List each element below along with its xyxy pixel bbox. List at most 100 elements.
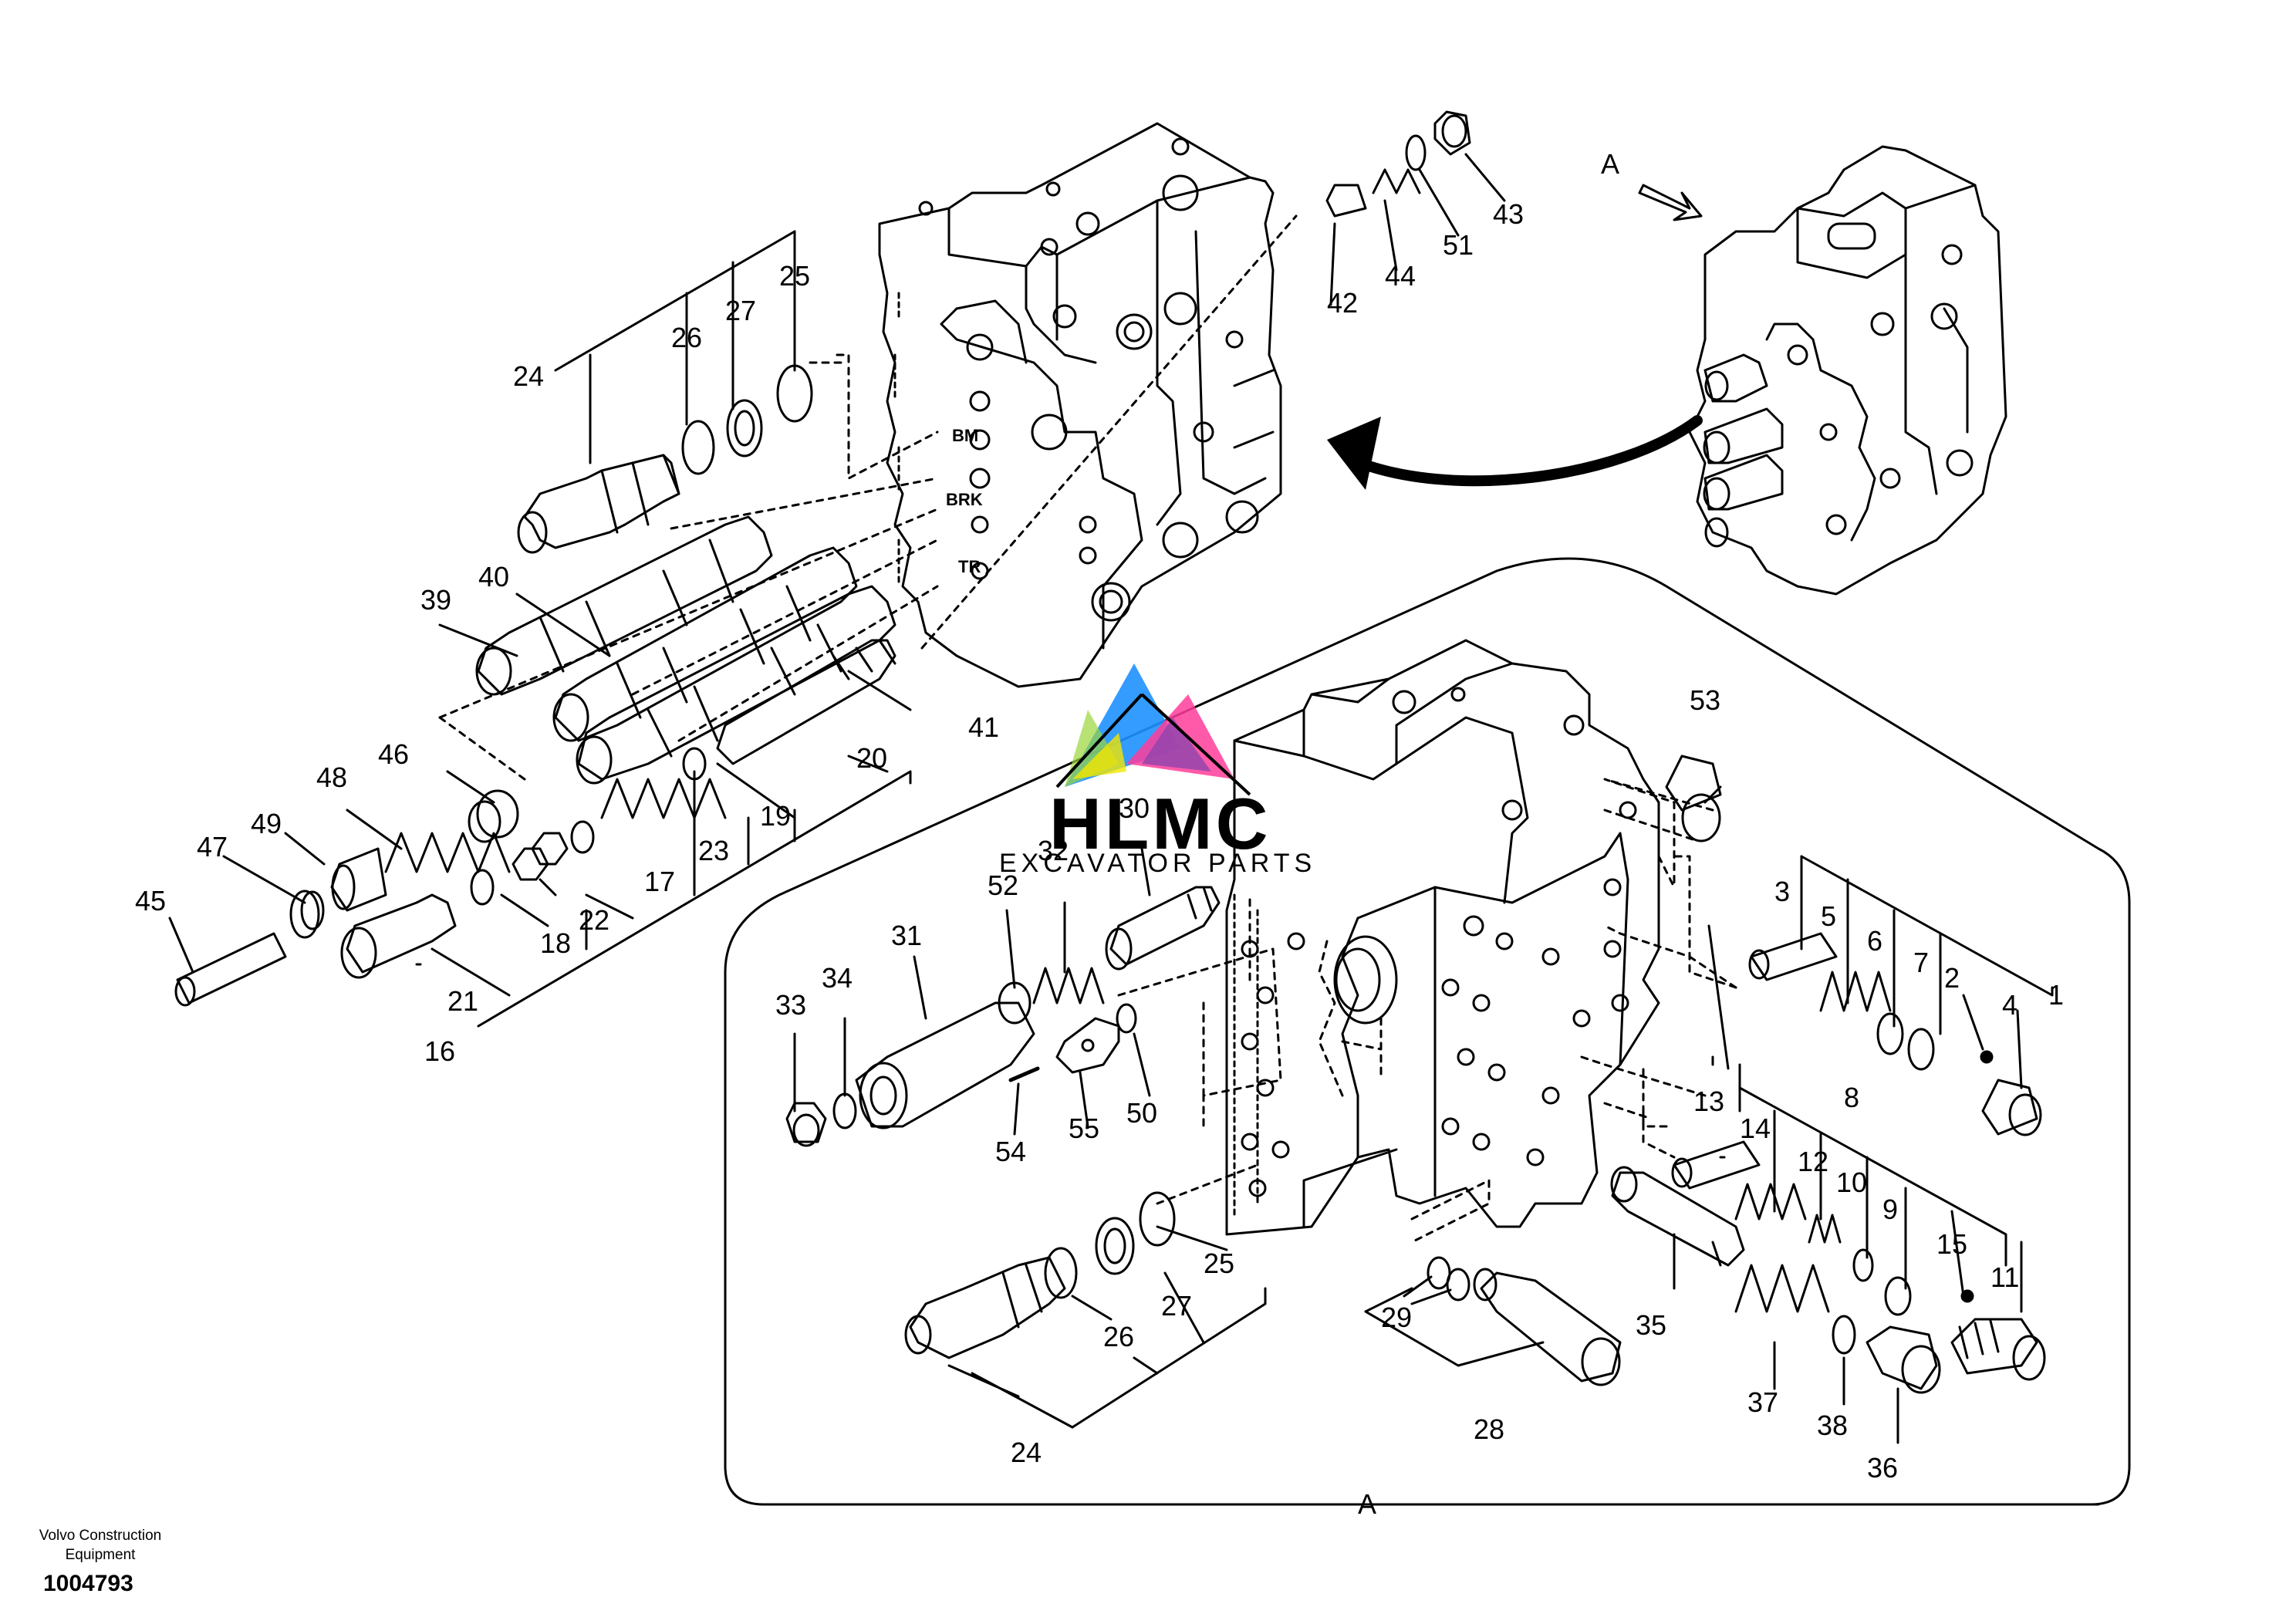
spring-5 <box>1819 971 1892 1012</box>
lower-leaders <box>1117 778 1737 1244</box>
view-a-label: A <box>1601 148 1619 180</box>
detail-a-frame <box>724 557 2131 1506</box>
callout-2: 2 <box>1944 962 1960 994</box>
part-4 <box>1981 1079 2042 1136</box>
part-54 <box>1008 1066 1040 1082</box>
callout-13: 13 <box>1693 1085 1724 1117</box>
callout-31: 31 <box>891 920 922 951</box>
callout-19: 19 <box>760 800 791 832</box>
part-55 <box>1055 1017 1120 1074</box>
view-a-block <box>1688 145 2007 596</box>
part-17 <box>570 820 595 854</box>
callout-44: 44 <box>1385 260 1416 292</box>
upper-bracket-lines <box>168 153 1506 1028</box>
part-28 <box>1473 1268 1622 1386</box>
callout-20: 20 <box>856 742 887 774</box>
callout-25-upper: 25 <box>779 260 810 292</box>
part-13 <box>1671 1140 1761 1190</box>
callout-28: 28 <box>1474 1413 1504 1445</box>
spool-40 <box>552 546 858 742</box>
part-34 <box>832 1092 857 1129</box>
callout-37: 37 <box>1747 1386 1778 1418</box>
callout-10: 10 <box>1836 1167 1867 1198</box>
callout-17: 17 <box>644 866 675 897</box>
upper-leaders <box>438 214 1298 781</box>
callout-50: 50 <box>1126 1097 1157 1129</box>
callout-39: 39 <box>420 584 451 616</box>
part-25-lower <box>1139 1191 1176 1247</box>
watermark-tagline: EXCAVATOR PARTS <box>999 849 1316 878</box>
part-6 <box>1876 1012 1904 1055</box>
part-7 <box>1907 1028 1935 1071</box>
spring-37 <box>1734 1264 1830 1313</box>
part-42 <box>1325 184 1367 218</box>
callout-25-lower: 25 <box>1204 1248 1234 1279</box>
part-46 <box>468 789 519 843</box>
callout-47: 47 <box>197 831 228 863</box>
callout-36: 36 <box>1867 1452 1898 1484</box>
callout-55: 55 <box>1069 1112 1099 1144</box>
callout-22: 22 <box>579 904 609 936</box>
part-31 <box>855 1001 1035 1129</box>
callout-15: 15 <box>1936 1228 1967 1260</box>
upper-valve-block <box>878 122 1282 688</box>
spring-48 <box>384 832 511 873</box>
callout-27-upper: 27 <box>725 295 756 326</box>
callout-53: 53 <box>1690 684 1720 716</box>
callout-labels: 1 2 3 4 5 6 7 8 9 10 11 12 13 14 15 16 1… <box>135 198 2064 1484</box>
part-43 <box>1433 110 1471 156</box>
part-50 <box>1116 1003 1137 1034</box>
spool-lower <box>576 585 896 785</box>
callout-18: 18 <box>540 927 571 959</box>
callout-27-lower: 27 <box>1161 1290 1192 1322</box>
company-line-1: Volvo Construction <box>39 1528 162 1544</box>
part-24-upper <box>517 454 680 554</box>
part-15-ball <box>1960 1289 1974 1303</box>
spring-32 <box>1032 967 1105 1004</box>
part-27-upper <box>726 399 763 457</box>
callout-24-upper: 24 <box>513 360 544 392</box>
callout-32: 32 <box>1038 835 1069 866</box>
spool-39 <box>475 515 773 696</box>
callout-45: 45 <box>135 885 166 917</box>
spring-23 <box>600 778 727 819</box>
document-number: 1004793 <box>43 1571 133 1596</box>
callout-4: 4 <box>2002 989 2017 1021</box>
part-20 <box>716 639 896 765</box>
part-30 <box>1105 886 1221 971</box>
lower-valve-block <box>1225 639 1660 1236</box>
curved-arrow <box>1327 415 1703 490</box>
port-label-tr: TR <box>958 557 981 576</box>
detail-a-label: A <box>1358 1488 1376 1520</box>
port-label-brk: BRK <box>946 490 983 509</box>
callout-3: 3 <box>1774 876 1790 907</box>
part-24-lower <box>904 1256 1066 1359</box>
part-45 <box>174 932 287 1007</box>
callout-42: 42 <box>1327 287 1358 319</box>
callout-30: 30 <box>1119 792 1150 824</box>
part-38 <box>1832 1315 1856 1355</box>
watermark-logo: HLMC EXCAVATOR PARTS <box>999 663 1316 878</box>
callout-1: 1 <box>2048 979 2064 1011</box>
company-name: Volvo Construction Equipment <box>23 1526 177 1565</box>
part-18 <box>470 869 495 906</box>
callout-29: 29 <box>1381 1302 1412 1333</box>
part-53 <box>1665 755 1722 842</box>
callout-35: 35 <box>1636 1309 1666 1341</box>
part-21 <box>340 893 457 979</box>
part-26-upper <box>681 420 715 475</box>
callout-34: 34 <box>822 962 853 994</box>
callout-46: 46 <box>378 738 409 770</box>
part-25-upper <box>776 364 813 423</box>
part-29b <box>1446 1268 1470 1302</box>
callout-24-lower: 24 <box>1011 1437 1042 1468</box>
part-51 <box>1405 134 1427 171</box>
callout-51: 51 <box>1443 229 1474 261</box>
callout-16: 16 <box>424 1035 455 1067</box>
part-33 <box>785 1102 827 1147</box>
callout-6: 6 <box>1867 925 1882 957</box>
lower-bracket-lines <box>793 785 2054 1444</box>
callout-26-upper: 26 <box>671 322 702 353</box>
